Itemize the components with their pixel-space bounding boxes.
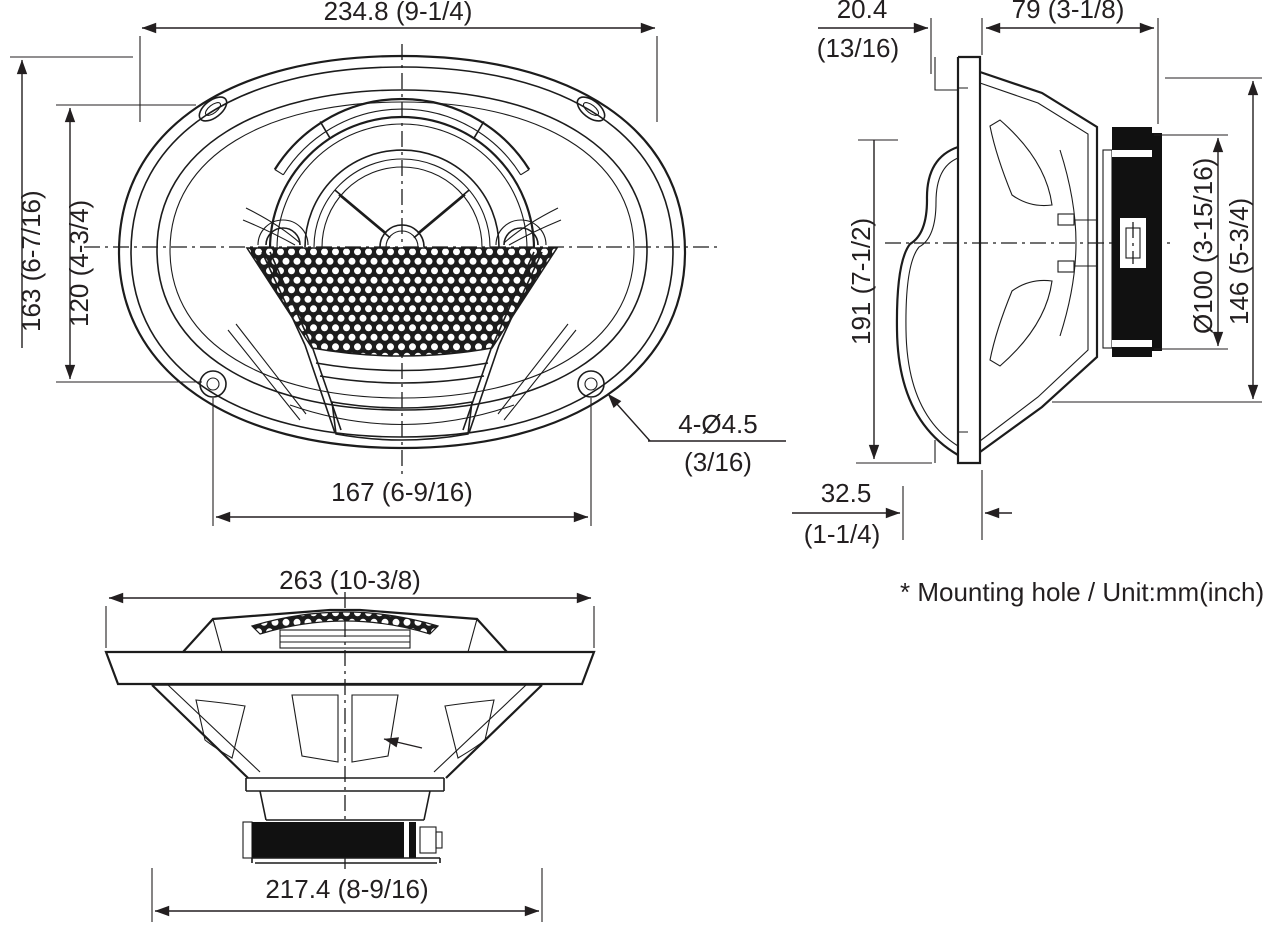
coaxial-bridge (242, 97, 562, 264)
bottom-grille-mesh-band (250, 611, 440, 635)
front-grille-rim-outer (156, 89, 648, 411)
front-width-label: 234.8 (9-1/4) (324, 0, 473, 26)
mounting-depth-label: 79 (3-1/8) (1012, 0, 1125, 24)
front-view: 234.8 (9-1/4) 163 (6-7/16) 120 (4-3/4) 1… (10, 0, 786, 526)
dim-magnet-diameter: Ø100 (3-15/16) (1154, 134, 1228, 350)
mounting-hole-bottom-right (577, 370, 605, 398)
dim-mounting-depth: 79 (3-1/8) (981, 0, 1159, 124)
side-grille-profile (895, 57, 959, 463)
bottom-profile-view: 263 (10-3/8) 217.4 (8-9/16) (104, 565, 596, 922)
rear-frame-height-label: 146 (5-3/4) (1224, 198, 1254, 325)
dim-overall-height: 191 (7-1/2) (846, 139, 932, 464)
front-lower-cone (227, 251, 577, 441)
dim-bottom-lip: 32.5 (1-1/4) (792, 470, 1012, 549)
dim-hole-spacing-horizontal: 167 (6-9/16) (212, 398, 592, 526)
hole-spacing-vertical-label: 120 (4-3/4) (64, 200, 94, 327)
bottom-lip-inch-label: (1-1/4) (804, 519, 881, 549)
mesh-grille (245, 247, 559, 357)
dim-protrusion: 20.4 (13/16) (817, 0, 932, 74)
mounting-hole-top-left (198, 96, 228, 122)
bottom-grille (182, 608, 508, 653)
dim-overall-width: 263 (10-3/8) (105, 565, 595, 648)
basket-width-label: 217.4 (8-9/16) (265, 874, 428, 904)
mounting-hole-spec-inch-label: (3/16) (684, 447, 752, 477)
protrusion-mm-label: 20.4 (837, 0, 888, 24)
mounting-hole-callout: 4-Ø4.5 (3/16) (607, 393, 786, 477)
units-note: * Mounting hole / Unit:mm(inch) (900, 577, 1264, 607)
dim-hole-spacing-vertical: 120 (4-3/4) (56, 104, 202, 383)
overall-width-label: 263 (10-3/8) (279, 565, 421, 595)
side-magnet (1102, 127, 1162, 357)
bottom-magnet (242, 821, 443, 864)
bottom-flange (104, 650, 596, 686)
overall-height-label: 191 (7-1/2) (846, 218, 876, 345)
front-grille-rim-inner (169, 101, 635, 399)
mounting-hole-bottom-left (199, 370, 227, 398)
front-inner-flange (130, 66, 674, 438)
mounting-hole-top-right (576, 96, 606, 122)
dim-rear-frame-height: 146 (5-3/4) (1052, 77, 1262, 403)
side-mounting-flange (956, 55, 982, 465)
dim-basket-width: 217.4 (8-9/16) (151, 868, 543, 922)
dim-front-width: 234.8 (9-1/4) (139, 0, 658, 122)
side-view: 20.4 (13/16) 79 (3-1/8) 191 (7-1/2) 32.5… (792, 0, 1262, 549)
protrusion-inch-label: (13/16) (817, 33, 899, 63)
magnet-diameter-label: Ø100 (3-15/16) (1188, 158, 1218, 334)
bottom-lip-mm-label: 32.5 (821, 478, 872, 508)
hole-spacing-horizontal-label: 167 (6-9/16) (331, 477, 473, 507)
front-height-label: 163 (6-7/16) (16, 190, 46, 332)
mounting-hole-spec-label: 4-Ø4.5 (678, 409, 758, 439)
front-outer-flange (117, 54, 687, 450)
side-basket (979, 70, 1099, 453)
dim-front-height: 163 (6-7/16) (10, 56, 133, 348)
bottom-basket (151, 684, 543, 821)
